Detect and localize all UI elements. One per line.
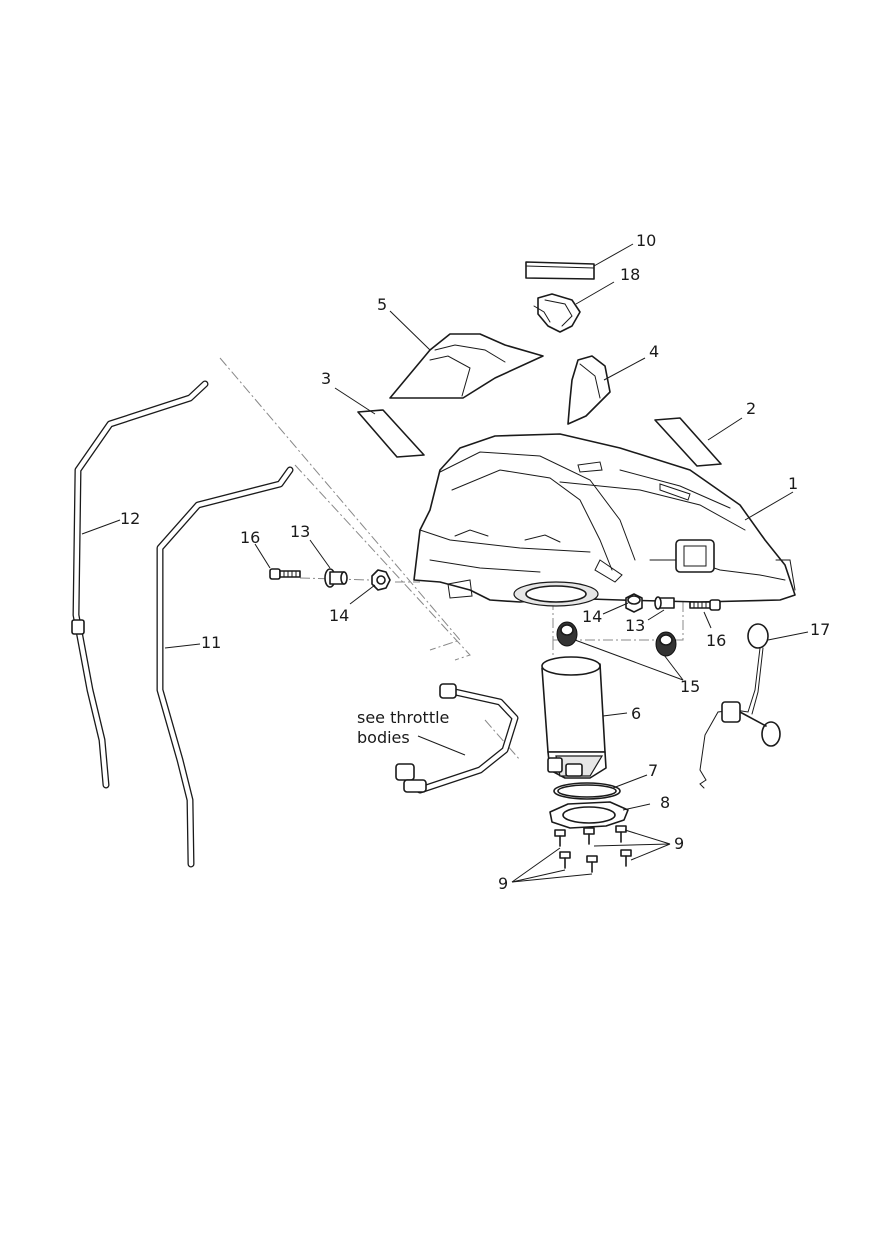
part-10-strip <box>525 261 595 280</box>
part-6-fuel-pump <box>541 656 607 779</box>
part-12-hose <box>71 380 209 789</box>
callout-16-left: 16 <box>240 528 260 547</box>
part-14-grommet-left <box>371 569 391 591</box>
callout-9-left: 9 <box>498 874 508 893</box>
callout-14-left: 14 <box>329 606 349 625</box>
callout-13-right: 13 <box>625 616 645 635</box>
part-14-grommet-right <box>625 593 643 613</box>
part-18-clip <box>533 293 581 333</box>
note-line-2: bodies <box>357 728 410 747</box>
part-16-screw-right <box>689 599 721 611</box>
callout-12: 12 <box>120 509 140 528</box>
callout-2: 2 <box>746 399 756 418</box>
part-13-spacer-right <box>654 596 675 610</box>
bolt-5 <box>586 855 598 873</box>
part-17-level-sender <box>699 623 781 789</box>
callout-8: 8 <box>660 793 670 812</box>
callout-5: 5 <box>377 295 387 314</box>
part-8-plate <box>549 801 629 829</box>
callout-9-right: 9 <box>674 834 684 853</box>
see-throttle-bodies-note: see throttle bodies <box>357 708 449 747</box>
callout-16-right: 16 <box>706 631 726 650</box>
callout-7: 7 <box>648 761 658 780</box>
callout-15: 15 <box>680 677 700 696</box>
throttle-bodies-hose <box>395 683 519 794</box>
bolt-1 <box>554 829 566 847</box>
part-13-spacer-left <box>324 568 348 588</box>
part-11-hose <box>156 466 294 868</box>
note-line-1: see throttle <box>357 708 449 727</box>
bolt-6 <box>620 849 632 867</box>
part-4-cover <box>567 355 611 425</box>
callout-10: 10 <box>636 231 656 250</box>
bolt-2 <box>583 827 595 845</box>
part-5-panel <box>389 333 544 399</box>
callout-6: 6 <box>631 704 641 723</box>
part-1-fuel-tank <box>413 433 796 607</box>
callout-13-left: 13 <box>290 522 310 541</box>
callout-3: 3 <box>321 369 331 388</box>
part-16-screw-left <box>269 568 301 580</box>
leader-lines <box>81 243 809 883</box>
callout-11: 11 <box>201 633 221 652</box>
bolt-4 <box>559 851 571 869</box>
assembly-guide-lines <box>219 357 684 761</box>
callout-14-right: 14 <box>582 607 602 626</box>
bolt-3 <box>615 825 627 843</box>
part-15-grommet-a <box>556 621 578 647</box>
part-3-pad <box>357 409 425 458</box>
callout-labels: 1 2 3 4 5 6 7 8 9 9 10 11 12 13 13 14 14… <box>120 231 830 893</box>
callout-1: 1 <box>788 474 798 493</box>
callout-4: 4 <box>649 342 659 361</box>
callout-18: 18 <box>620 265 640 284</box>
part-7-o-ring <box>553 782 621 800</box>
part-15-grommet-b <box>655 631 677 657</box>
part-2-pad <box>654 417 722 467</box>
part-9-bolts <box>554 825 632 873</box>
callout-17: 17 <box>810 620 830 639</box>
